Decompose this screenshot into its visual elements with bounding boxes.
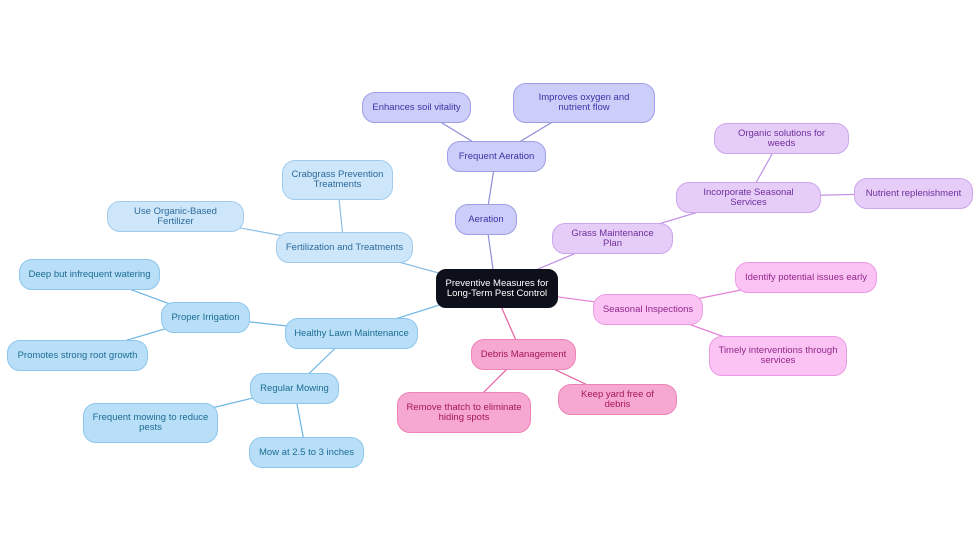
- node-crabgrass-prevention: Crabgrass Prevention Treatments: [282, 160, 393, 200]
- node-debris-management: Debris Management: [471, 339, 576, 370]
- node-organic-fertilizer: Use Organic-Based Fertilizer: [107, 201, 244, 232]
- node-proper-irrigation: Proper Irrigation: [161, 302, 250, 333]
- node-deep-watering: Deep but infrequent watering: [19, 259, 160, 290]
- node-improves-oxygen: Improves oxygen and nutrient flow: [513, 83, 655, 123]
- node-keep-yard-free: Keep yard free of debris: [558, 384, 677, 415]
- node-healthy-lawn-maintenance: Healthy Lawn Maintenance: [285, 318, 418, 349]
- node-fertilization-treatments: Fertilization and Treatments: [276, 232, 413, 263]
- node-identify-issues: Identify potential issues early: [735, 262, 877, 293]
- node-root-growth: Promotes strong root growth: [7, 340, 148, 371]
- node-mow-height: Mow at 2.5 to 3 inches: [249, 437, 364, 468]
- node-aeration: Aeration: [455, 204, 517, 235]
- node-frequent-aeration: Frequent Aeration: [447, 141, 546, 172]
- node-organic-weeds: Organic solutions for weeds: [714, 123, 849, 154]
- root-node: Preventive Measures for Long-Term Pest C…: [436, 269, 558, 308]
- node-remove-thatch: Remove thatch to eliminate hiding spots: [397, 392, 531, 433]
- node-regular-mowing: Regular Mowing: [250, 373, 339, 404]
- node-seasonal-inspections: Seasonal Inspections: [593, 294, 703, 325]
- node-frequent-mowing: Frequent mowing to reduce pests: [83, 403, 218, 443]
- node-seasonal-services: Incorporate Seasonal Services: [676, 182, 821, 213]
- node-grass-maintenance-plan: Grass Maintenance Plan: [552, 223, 673, 254]
- node-timely-interventions: Timely interventions through services: [709, 336, 847, 376]
- node-enhances-soil-vitality: Enhances soil vitality: [362, 92, 471, 123]
- node-nutrient-replenishment: Nutrient replenishment: [854, 178, 973, 209]
